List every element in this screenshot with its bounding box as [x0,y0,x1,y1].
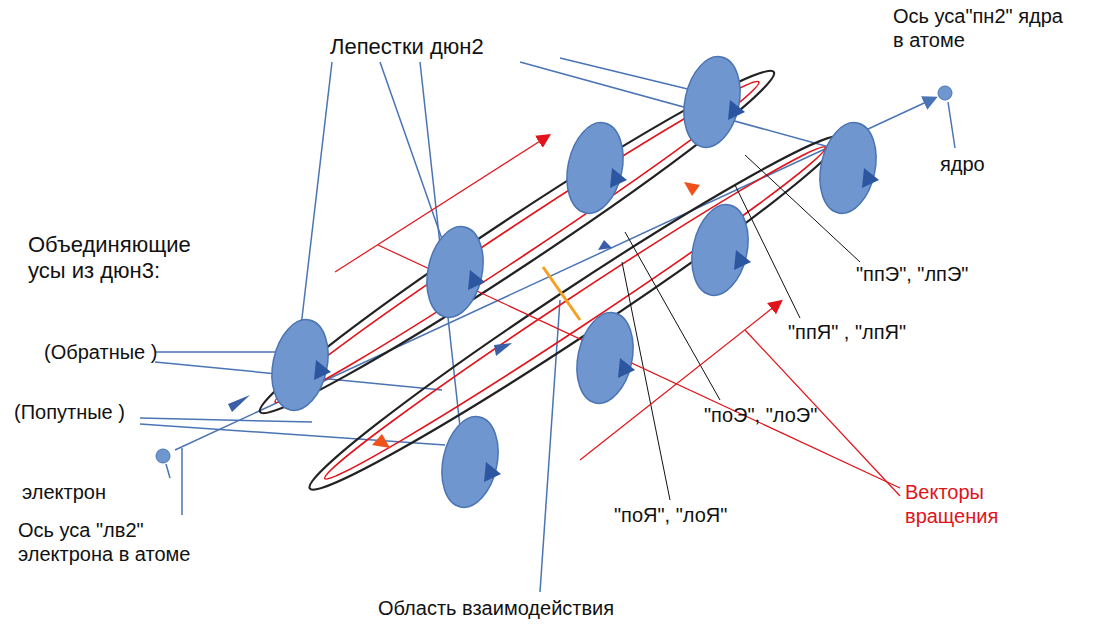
nucleus-label: ядро [940,152,1020,176]
part-label: (Попутные ) [14,400,134,424]
axis-label: Ось уса"пн2" ядра в атоме [893,4,1063,52]
petal-label: Лепестки дюн2 [330,34,570,60]
vector-label: Векторы вращения [905,480,1055,528]
axis-label: Ось уса "лв2" электрона в атоме [18,518,193,566]
part-label: (Обратные ) [44,340,164,364]
loop-label: "ппЭ", "лпЭ" [856,262,1056,286]
region-label: Область взаимодействия [378,596,708,620]
loop-label: "поЭ", "лоЭ" [704,403,904,427]
group-label: Объединяющие усы из дюн3: [28,232,228,285]
loop-label: "ппЯ" , "лпЯ" [788,320,988,344]
loop-label: "поЯ", "лоЯ" [614,503,814,527]
electron-label: электрон [22,480,142,504]
